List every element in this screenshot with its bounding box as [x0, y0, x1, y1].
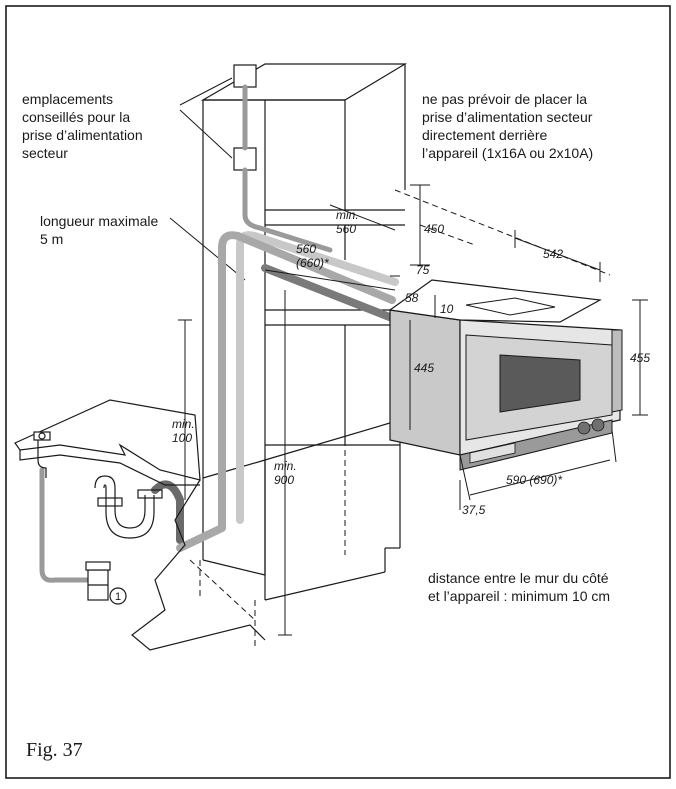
dim-445: 445 [414, 361, 434, 375]
outlet-box [233, 64, 257, 88]
dim-min-560-a: min. [336, 208, 359, 222]
dim-37-5: 37,5 [462, 503, 486, 517]
tall-cabinet [200, 63, 408, 601]
drain-hose-mid [218, 231, 396, 522]
label-no-outlet-line2: prise d’alimentation secteur [422, 109, 593, 125]
dim-455: 455 [630, 351, 650, 365]
label-hose-line2: 5 m [40, 231, 63, 247]
label-wall-distance-line1: distance entre le mur du côté [428, 570, 609, 586]
label-wall-distance-line2: et l’appareil : minimum 10 cm [428, 588, 610, 604]
label-no-outlet-line3: directement derrière [422, 127, 547, 143]
label-outlets: emplacements conseillés pour la prise d’… [22, 91, 143, 161]
sink-hose [151, 480, 184, 544]
dim-min-100-b: 100 [172, 431, 192, 445]
marker-number: 1 [115, 591, 121, 603]
water-hose-dark [261, 264, 396, 322]
water-tap [33, 431, 51, 478]
outlet-pointers [169, 77, 246, 281]
outlet-boxes [233, 64, 257, 171]
figure-caption: Fig. 37 [26, 739, 83, 761]
power-cable [242, 84, 333, 253]
dim-min-900-a: min. [274, 459, 297, 473]
label-hose-line1: longueur maximale [40, 213, 158, 229]
dim-min-900-b: 900 [274, 473, 294, 487]
dim-min-100-a: min. [172, 417, 195, 431]
dim-min-560-b: 560 [336, 222, 356, 236]
hoses [39, 84, 399, 583]
frame-border [5, 5, 671, 779]
dim-542: 542 [543, 247, 563, 261]
dim-75: 75 [416, 263, 430, 277]
label-outlets-line3: prise d’alimentation [22, 127, 143, 143]
label-outlets-line2: conseillés pour la [22, 109, 130, 125]
water-supply-line [39, 467, 93, 583]
outlet-box [233, 147, 257, 171]
oven-appliance [388, 279, 623, 471]
dim-560: 560 [296, 242, 316, 256]
dim-590-690: 590 (690)* [506, 473, 562, 487]
dim-450: 450 [424, 222, 444, 236]
dim-660: (660)* [296, 256, 329, 270]
label-outlets-line1: emplacements [22, 91, 113, 107]
label-no-outlet-line4: l’appareil (1x16A ou 2x10A) [422, 145, 593, 161]
marker-circle [109, 587, 127, 605]
hidden-lines [189, 189, 611, 650]
sink-siphon [94, 475, 163, 539]
water-filter [85, 561, 111, 601]
dim-58: 58 [405, 291, 419, 305]
label-outlets-line4: secteur [22, 145, 68, 161]
dim-10: 10 [440, 302, 454, 316]
label-wall-distance: distance entre le mur du côté et l’appar… [428, 570, 610, 604]
dimension-lines [178, 184, 648, 636]
hose-link [176, 514, 226, 552]
label-hose: longueur maximale 5 m [40, 213, 158, 247]
worktop [14, 399, 266, 651]
label-no-outlet: ne pas prévoir de placer la prise d’alim… [422, 91, 593, 161]
label-no-outlet-line1: ne pas prévoir de placer la [422, 91, 587, 107]
